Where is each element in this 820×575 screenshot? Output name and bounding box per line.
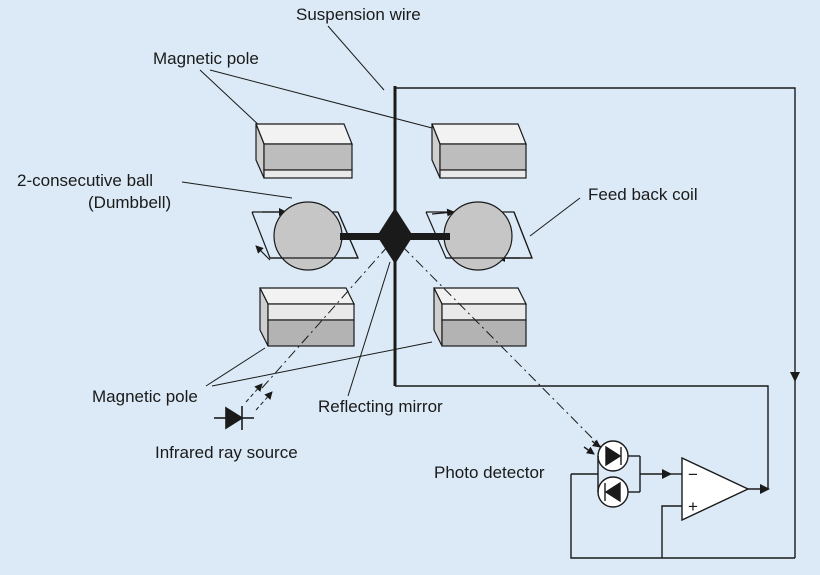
magnetic-pole-top-left [255,123,353,179]
leader-magnetic-pole-bottom-right [211,341,433,387]
label-dumbbell-line2: (Dumbbell) [88,193,171,212]
dumbbell-ball-left [273,201,343,271]
label-dumbbell-line1: 2-consecutive ball [17,171,153,190]
reflecting-mirror [377,208,413,264]
dumbbell-ball-right [443,201,513,271]
source-rays [245,383,273,411]
label-infrared-ray-source: Infrared ray source [155,443,298,462]
leader-magnetic-pole-top-left [199,69,263,129]
amplifier: − + [681,456,750,522]
leader-magnetic-pole-bottom-left [205,347,266,387]
magnetic-pole-bottom-left [259,287,355,347]
infrared-diode [214,406,254,430]
light-path [261,245,607,453]
coil-front-segments [270,211,533,259]
magnetic-pole-bottom-right [433,287,527,347]
circuit-wiring [395,87,800,559]
label-magnetic-pole-top: Magnetic pole [153,49,259,68]
label-photo-detector: Photo detector [434,463,545,482]
label-feed-back-coil: Feed back coil [588,185,698,204]
leader-suspension-wire [327,25,385,91]
leader-lines [181,25,581,397]
label-suspension-wire: Suspension wire [296,5,421,24]
leader-feed-back-coil [529,197,581,237]
label-magnetic-pole-bottom: Magnetic pole [92,387,198,406]
label-reflecting-mirror: Reflecting mirror [318,397,443,416]
amplifier-minus: − [688,465,698,484]
photo-detector [583,439,629,508]
leader-magnetic-pole-top-right [209,69,433,129]
magnetic-pole-top-right [431,123,527,179]
leader-reflecting-mirror [347,261,391,397]
leader-dumbbell [181,181,293,199]
amplifier-plus: + [688,497,698,516]
dumbbell [273,201,513,271]
